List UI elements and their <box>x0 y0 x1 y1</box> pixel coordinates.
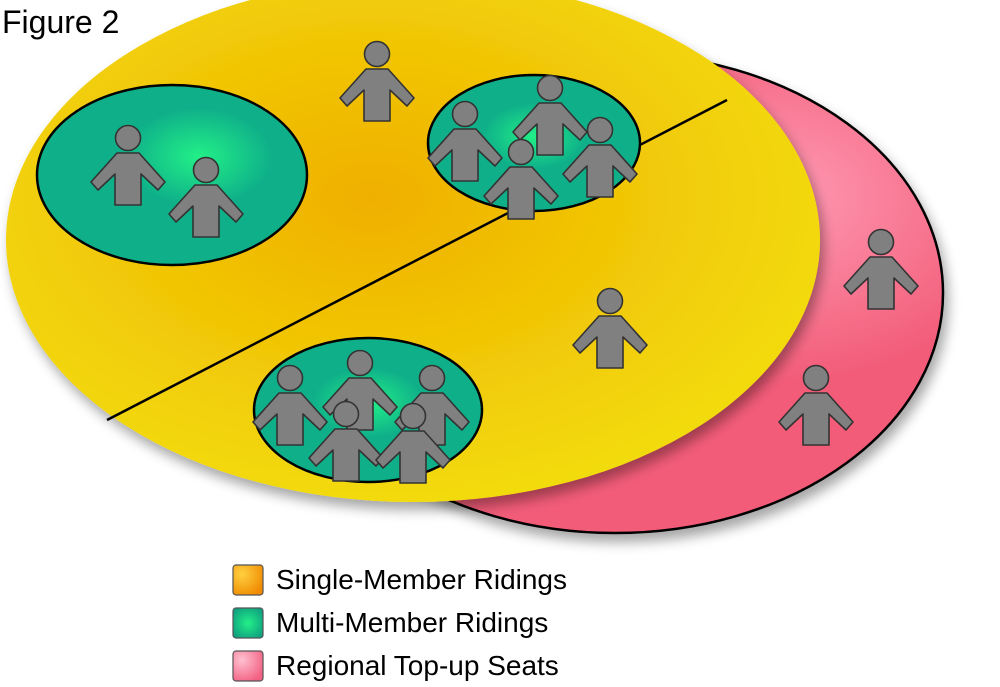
legend-label: Single-Member Ridings <box>276 563 568 595</box>
legend-label: Multi-Member Ridings <box>276 606 549 638</box>
legend-label: Regional Top-up Seats <box>276 649 559 681</box>
legend: Single-Member Ridings Multi-Member Ridin… <box>232 558 567 687</box>
regional-swatch-icon <box>232 649 264 682</box>
legend-item-multi-member: Multi-Member Ridings <box>232 601 567 644</box>
figure-title: Figure 2 <box>2 4 120 40</box>
legend-item-single-member: Single-Member Ridings <box>232 558 567 601</box>
legend-item-regional: Regional Top-up Seats <box>232 644 567 687</box>
single-member-swatch-icon <box>232 563 264 596</box>
multi-member-riding-left <box>35 83 309 267</box>
multi-member-swatch-icon <box>232 606 264 639</box>
